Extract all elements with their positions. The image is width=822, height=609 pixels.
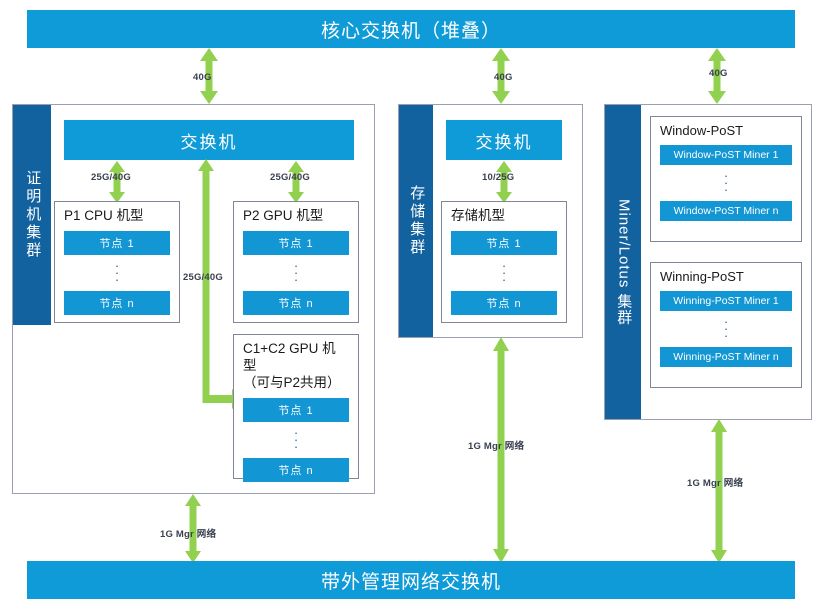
arrow-proof-switch-to-p1 [104, 161, 130, 203]
node-chip: 节点 n [451, 290, 557, 315]
node-chip: Winning-PoST Miner 1 [660, 291, 792, 312]
node-ellipsis: ··· [114, 257, 120, 287]
arrow-label-proof-to-mgmt: 1G Mgr 网络 [160, 529, 217, 540]
node-chip: 节点 n [243, 457, 349, 482]
group-p1-cpu: P1 CPU 机型 节点 1 ··· 节点 n [54, 201, 180, 323]
arrow-proof-to-mgmt [180, 494, 206, 563]
arrow-label-proof-switch-to-c1c2: 25G/40G [183, 272, 223, 283]
node-chip: 节点 1 [243, 230, 349, 255]
node-ellipsis: ··· [723, 168, 729, 198]
arrow-storage-to-mgmt [488, 337, 514, 563]
arrow-label-miner-to-mgmt: 1G Mgr 网络 [687, 478, 744, 489]
group-window-post-title: Window-PoST [660, 123, 744, 138]
proof-switch-label: 交换机 [180, 132, 238, 152]
arrow-label-proof-switch-to-p2: 25G/40G [270, 172, 310, 183]
node-chip: Winning-PoST Miner n [660, 347, 792, 368]
arrow-label-storage-switch-to-nodes: 10/25G [482, 172, 515, 183]
node-ellipsis: ··· [293, 257, 299, 287]
node-chip: 节点 n [243, 290, 349, 315]
group-window-post: Window-PoST Window-PoST Miner 1 ··· Wind… [650, 116, 802, 242]
group-c1c2-gpu-title: C1+C2 GPU 机型 （可与P2共用） [243, 341, 341, 390]
core-switch-banner: 核心交换机（堆叠） [27, 10, 795, 48]
proof-switch-box: 交换机 [64, 120, 354, 160]
storage-switch-label: 交换机 [475, 132, 533, 152]
group-p1-cpu-title: P1 CPU 机型 [64, 208, 144, 223]
cluster-miner-tab: Miner/Lotus 集群 [605, 105, 641, 419]
mgmt-switch-banner-label: 带外管理网络交换机 [320, 571, 501, 593]
cluster-miner-tab-label: Miner/Lotus 集群 [615, 198, 633, 326]
group-storage-machine: 存储机型 节点 1 ··· 节点 n [441, 201, 567, 323]
node-chip: Window-PoST Miner n [660, 201, 792, 222]
arrow-proof-switch-to-p2 [283, 161, 309, 203]
node-ellipsis: ··· [501, 257, 507, 287]
cluster-proof-tab: 证明机集群 [13, 105, 51, 325]
node-ellipsis: ··· [723, 314, 729, 344]
arrow-label-core-to-miner: 40G [709, 68, 728, 79]
cluster-storage-tab-label: 存储集群 [408, 185, 426, 257]
node-chip: 节点 1 [243, 397, 349, 422]
node-chip: Window-PoST Miner 1 [660, 145, 792, 166]
group-p2-gpu-title: P2 GPU 机型 [243, 208, 324, 223]
group-winning-post: Winning-PoST Winning-PoST Miner 1 ··· Wi… [650, 262, 802, 388]
core-switch-banner-label: 核心交换机（堆叠） [320, 20, 501, 42]
arrow-label-storage-to-mgmt: 1G Mgr 网络 [468, 441, 525, 452]
arrow-storage-switch-to-nodes [491, 161, 517, 203]
arrow-label-core-to-proof: 40G [193, 72, 212, 83]
node-ellipsis: ··· [293, 424, 299, 454]
group-storage-machine-title: 存储机型 [451, 208, 505, 223]
arrow-core-to-miner [703, 48, 731, 104]
arrow-core-to-proof [195, 48, 223, 104]
group-winning-post-title: Winning-PoST [660, 269, 744, 284]
storage-switch-box: 交换机 [446, 120, 562, 160]
mgmt-switch-banner: 带外管理网络交换机 [27, 561, 795, 599]
node-chip: 节点 1 [64, 230, 170, 255]
arrow-label-proof-switch-to-p1: 25G/40G [91, 172, 131, 183]
cluster-storage-tab: 存储集群 [399, 105, 433, 337]
arrow-proof-switch-to-c1c2 [192, 159, 247, 409]
arrow-core-to-storage [487, 48, 515, 104]
arrow-miner-to-mgmt [706, 419, 732, 563]
cluster-proof-tab-label: 证明机集群 [24, 170, 42, 260]
node-chip: 节点 n [64, 290, 170, 315]
arrow-label-core-to-storage: 40G [494, 72, 513, 83]
group-p2-gpu: P2 GPU 机型 节点 1 ··· 节点 n [233, 201, 359, 323]
group-c1c2-gpu: C1+C2 GPU 机型 （可与P2共用） 节点 1 ··· 节点 n [233, 334, 359, 482]
node-chip: 节点 1 [451, 230, 557, 255]
